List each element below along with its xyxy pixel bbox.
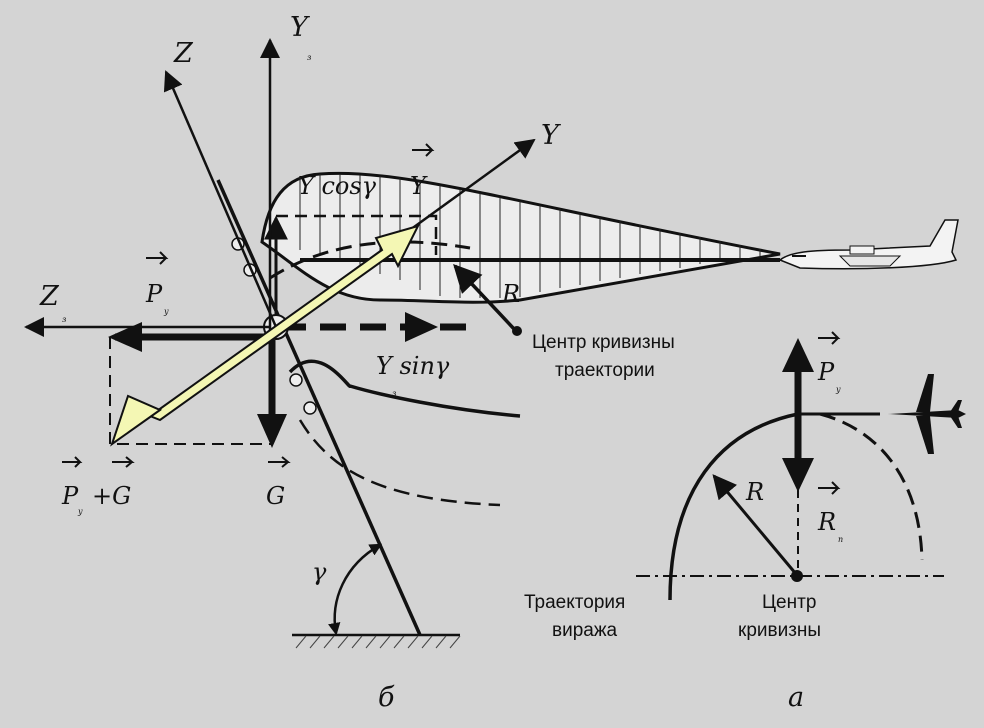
label-axis-y-earth: Y [290, 12, 310, 43]
a-r-n-arrowhead [782, 458, 814, 492]
label-figure-a: а [788, 682, 804, 713]
axis-z-body [163, 70, 278, 328]
curvature-center-point [512, 326, 522, 336]
label-axis-y-lift: Y [541, 120, 561, 151]
y-cos-dashed-box [276, 214, 438, 255]
a-center-point [791, 570, 803, 582]
svg-text:у: у [163, 307, 169, 316]
svg-text:у: у [835, 385, 841, 394]
label-a-r: R [745, 478, 764, 506]
svg-text:P: P [145, 280, 163, 308]
banked-wing [216, 179, 422, 636]
y-sin-arrowhead [405, 312, 438, 342]
label-axis-z-body: Z [173, 38, 194, 69]
aircraft-top-icon [888, 374, 966, 454]
svg-text:G: G [266, 482, 285, 510]
a-p-y-arrowhead [782, 338, 814, 372]
label-y-cos: Y cosγ [298, 172, 377, 200]
lift-resultant-double-arrow [110, 224, 420, 447]
label-center-curvature-1: Центр [762, 592, 816, 613]
label-r: R [501, 280, 520, 308]
label-g-vector: G [266, 456, 291, 510]
lift-distribution-envelope [260, 171, 781, 304]
r-vector [453, 263, 517, 332]
label-figure-b: б [378, 682, 395, 713]
svg-text:P: P [61, 482, 79, 510]
p-y-arrowhead [108, 322, 142, 352]
aircraft-side-icon [778, 219, 959, 270]
label-gamma: γ [312, 558, 327, 586]
label-a-p-y: P у [817, 331, 841, 394]
label-center-curvature-trajectory-1: Центр кривизны [532, 332, 675, 353]
svg-text:Y: Y [410, 172, 428, 200]
a-turn-arc [668, 412, 799, 601]
turn-trajectory-curve [288, 359, 521, 418]
gamma-angle-arc [328, 543, 383, 636]
label-turn-trajectory-2: виража [552, 620, 618, 641]
label-axis-z-earth: Z [39, 281, 60, 312]
label-p-y: P у [145, 251, 169, 316]
dashed-trajectory-arc [269, 240, 471, 280]
label-p-plus-g: P у +G [61, 456, 135, 516]
p-plus-g-dashed-box [109, 337, 272, 445]
label-turn-trajectory-1: Траектория [524, 592, 625, 613]
label-y-sin-sub: з [392, 389, 396, 398]
label-axis-z-earth-sub: з [62, 315, 66, 324]
svg-text:+G: +G [92, 482, 131, 510]
label-y-sin: Y sinγ [376, 352, 450, 380]
label-center-curvature-2: кривизны [738, 620, 821, 641]
label-axis-y-earth-sub: з [307, 53, 311, 62]
svg-text:n: n [838, 535, 843, 544]
svg-text:P: P [817, 358, 835, 386]
g-arrowhead [257, 414, 287, 448]
label-a-r-n: R n [817, 481, 843, 544]
svg-text:R: R [817, 508, 836, 536]
label-y-vector: Y [410, 143, 435, 200]
label-center-curvature-trajectory-2: траектории [555, 360, 655, 381]
ground-hatching [295, 635, 461, 649]
svg-text:у: у [77, 507, 83, 516]
a-radius-vector [712, 474, 798, 575]
